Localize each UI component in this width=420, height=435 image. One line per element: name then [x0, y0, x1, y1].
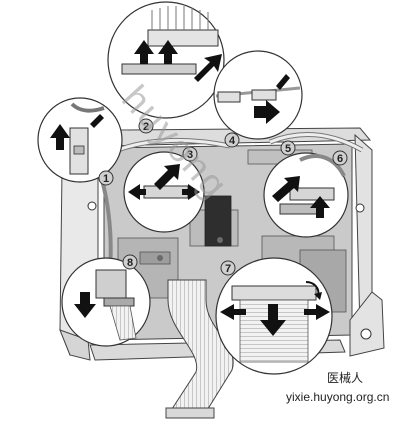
screw-hole [87, 201, 97, 211]
site-url: yixie.huyong.org.cn [286, 390, 390, 404]
site-name: 医械人 [327, 371, 364, 385]
pointer-arrow [90, 114, 104, 128]
right-arrow [304, 304, 330, 320]
detail-right-connector [213, 50, 303, 140]
ribbon-cable [165, 279, 234, 419]
detail-left-connector [37, 97, 123, 183]
callout-4: 4 [224, 132, 240, 148]
right-arrow [254, 100, 280, 124]
svg-text:5: 5 [285, 143, 291, 155]
diagonal-arrow [154, 164, 180, 190]
up-arrow [310, 196, 330, 218]
svg-text:6: 6 [337, 153, 343, 165]
hinge-foot [349, 291, 385, 357]
callout-3: 3 [182, 146, 198, 162]
detail-callout-8 [61, 257, 151, 347]
up-arrow [134, 40, 154, 64]
svg-text:1: 1 [103, 173, 109, 185]
callout-1: 1 [98, 170, 114, 186]
down-arrow [260, 304, 286, 336]
callout-2: 2 [138, 118, 154, 134]
pointer-arrow [276, 74, 290, 90]
callout-7: 7 [220, 260, 236, 276]
detail-top-connector [107, 1, 225, 119]
detail-callout-6 [263, 152, 349, 238]
right-arrow [182, 184, 200, 200]
screw-hole [355, 203, 365, 213]
svg-text:4: 4 [229, 135, 236, 147]
cable-bundle [100, 131, 364, 271]
left-arrow [220, 304, 246, 320]
svg-text:7: 7 [225, 263, 231, 275]
svg-text:8: 8 [127, 257, 133, 269]
detail-callout-3 [123, 151, 205, 233]
detail-callout-7 [215, 257, 333, 375]
svg-text:3: 3 [187, 149, 193, 161]
diagonal-arrow [194, 54, 222, 82]
callout-6: 6 [332, 150, 348, 166]
svg-text:2: 2 [143, 121, 149, 133]
down-arrow [74, 292, 96, 318]
callout-8: 8 [122, 254, 138, 270]
diagonal-arrow [272, 176, 300, 202]
left-arrow [128, 184, 146, 200]
up-arrow [158, 40, 178, 64]
callout-5: 5 [280, 140, 296, 156]
callout-markers: 1 2 3 4 5 6 7 8 [98, 118, 348, 276]
up-arrow [50, 124, 70, 150]
